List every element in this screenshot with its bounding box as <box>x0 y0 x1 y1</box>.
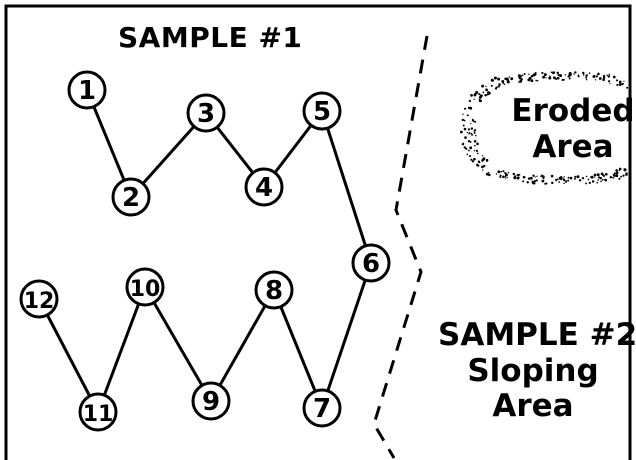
sample-point-number: 12 <box>24 289 55 314</box>
path-edge-7-8 <box>272 289 324 409</box>
eroded-area-outline <box>460 71 629 185</box>
sample-point-11: 11 <box>78 392 118 432</box>
diagram-border <box>4 4 632 460</box>
sample-point-5: 5 <box>302 91 342 131</box>
sample-point-3: 3 <box>186 93 226 133</box>
sample-point-circle <box>19 279 59 319</box>
sample-point-number: 9 <box>202 387 220 417</box>
sample-2-line-1: SAMPLE #2 <box>438 317 636 353</box>
eroded-label-line-1: Eroded <box>511 93 635 129</box>
sample-point-12: 12 <box>19 279 59 319</box>
path-edge-5-6 <box>320 110 373 264</box>
sample-point-2: 2 <box>111 177 151 217</box>
sample-point-circle <box>111 177 151 217</box>
sample-point-circle <box>302 388 342 428</box>
boundary-dashed-line <box>372 35 429 459</box>
sample-point-number: 10 <box>130 277 161 302</box>
sample-point-number: 1 <box>78 76 96 106</box>
sample-1-title: SAMPLE #1 <box>118 21 303 54</box>
sample-2-label: SAMPLE #2 Sloping Area <box>438 317 636 425</box>
sample-point-circle <box>351 243 391 283</box>
sample-point-circle <box>67 70 107 110</box>
sample-point-number: 4 <box>255 173 273 203</box>
sample-path <box>37 89 373 413</box>
sample-point-circle <box>254 270 294 310</box>
sample-point-6: 6 <box>351 243 391 283</box>
sample-point-1: 1 <box>67 70 107 110</box>
sample-point-circle <box>191 381 231 421</box>
sample-point-number: 2 <box>122 183 140 213</box>
sample-point-number: 8 <box>265 276 283 306</box>
path-edge-9-10 <box>143 286 213 402</box>
sample-point-number: 3 <box>197 99 215 129</box>
sample-point-number: 11 <box>83 402 114 427</box>
sample-point-number: 5 <box>313 97 331 127</box>
sample-2-line-3: Area <box>492 388 574 425</box>
eroded-area-label: Eroded Area <box>508 93 636 165</box>
sample-2-line-2: Sloping <box>467 352 599 389</box>
path-edge-8-9 <box>209 289 276 402</box>
sample-point-number: 6 <box>362 249 380 279</box>
sample-point-circle <box>244 167 284 207</box>
sample-point-circle <box>302 91 342 131</box>
sample-point-circle <box>78 392 118 432</box>
sample-point-8: 8 <box>254 270 294 310</box>
eroded-label-line-2: Area <box>532 128 614 165</box>
sample-point-10: 10 <box>125 267 165 307</box>
sample-point-circle <box>186 93 226 133</box>
path-edge-10-11 <box>96 286 147 413</box>
sample-point-number: 7 <box>313 394 331 424</box>
sample-point-7: 7 <box>302 388 342 428</box>
sample-point-4: 4 <box>244 167 284 207</box>
sample-point-circle <box>125 267 165 307</box>
sample-point-9: 9 <box>191 381 231 421</box>
path-edge-11-12 <box>37 298 100 413</box>
path-edge-6-7 <box>320 262 373 409</box>
